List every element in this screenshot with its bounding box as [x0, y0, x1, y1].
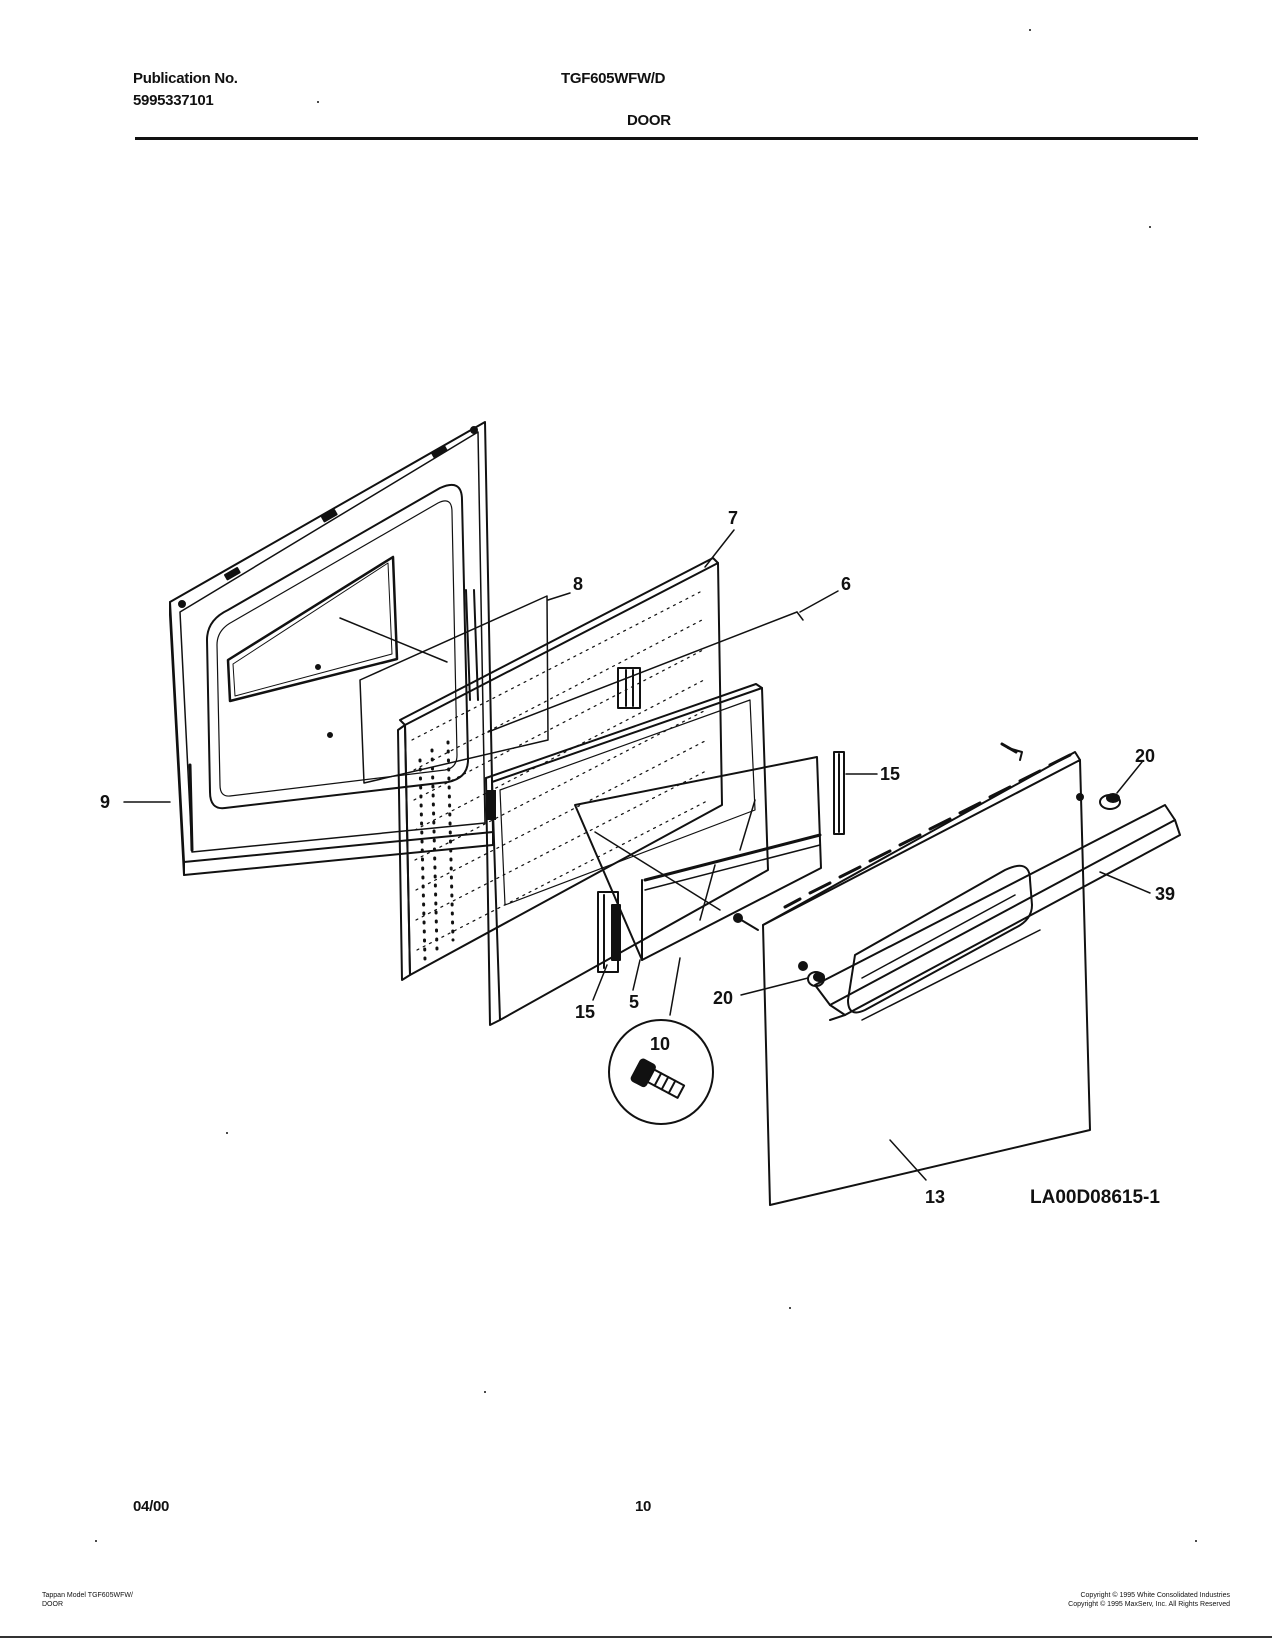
glass-retainer-bracket-left	[597, 891, 621, 973]
header-rule	[135, 137, 1198, 140]
glass-retainer-bracket-right	[833, 751, 845, 835]
handle-spacer-left	[807, 971, 825, 987]
publication-number: 5995337101	[133, 92, 214, 109]
callout-9: 9	[100, 792, 110, 812]
callout-13: 13	[925, 1187, 945, 1207]
diagram-code: LA00D08615-1	[1030, 1187, 1160, 1208]
door-channel	[487, 611, 804, 733]
callout-20-right: 20	[1135, 746, 1155, 766]
callout-5: 5	[629, 992, 639, 1012]
callout-6: 6	[841, 574, 851, 594]
handle-spacer-right	[1099, 793, 1121, 810]
footer-date: 04/00	[133, 1498, 170, 1515]
callout-39: 39	[1155, 884, 1175, 904]
footer-left-section: DOOR	[42, 1601, 63, 1608]
door-handle	[814, 804, 1181, 1021]
publication-label: Publication No.	[133, 70, 238, 87]
door-frame-panel	[485, 683, 769, 1026]
bottom-rule	[0, 1636, 1272, 1638]
footer-left-model: Tappan Model TGF605WFW/	[42, 1592, 133, 1599]
leader-lines	[123, 529, 1151, 1181]
outer-door-panel	[762, 742, 1091, 1206]
inner-door-liner	[169, 421, 494, 876]
callout-15-left: 15	[575, 1002, 595, 1022]
model-number: TGF605WFW/D	[561, 70, 666, 87]
footer-copyright-2: Copyright © 1995 MaxServ, Inc. All Right…	[1068, 1601, 1230, 1608]
callout-8: 8	[573, 574, 583, 594]
panel-screw	[733, 913, 759, 931]
inner-glass	[339, 595, 549, 784]
callout-7: 7	[728, 508, 738, 528]
callout-15-right: 15	[880, 764, 900, 784]
section-title: DOOR	[627, 112, 671, 129]
callout-10: 10	[650, 1034, 670, 1054]
footer-page-number: 10	[635, 1498, 652, 1515]
footer-copyright-1: Copyright © 1995 White Consolidated Indu…	[1080, 1592, 1230, 1599]
screw-detail-circle	[608, 1019, 714, 1125]
scan-specks	[95, 29, 1197, 1542]
insulation-assembly	[397, 557, 723, 981]
callout-20-left: 20	[713, 988, 733, 1008]
